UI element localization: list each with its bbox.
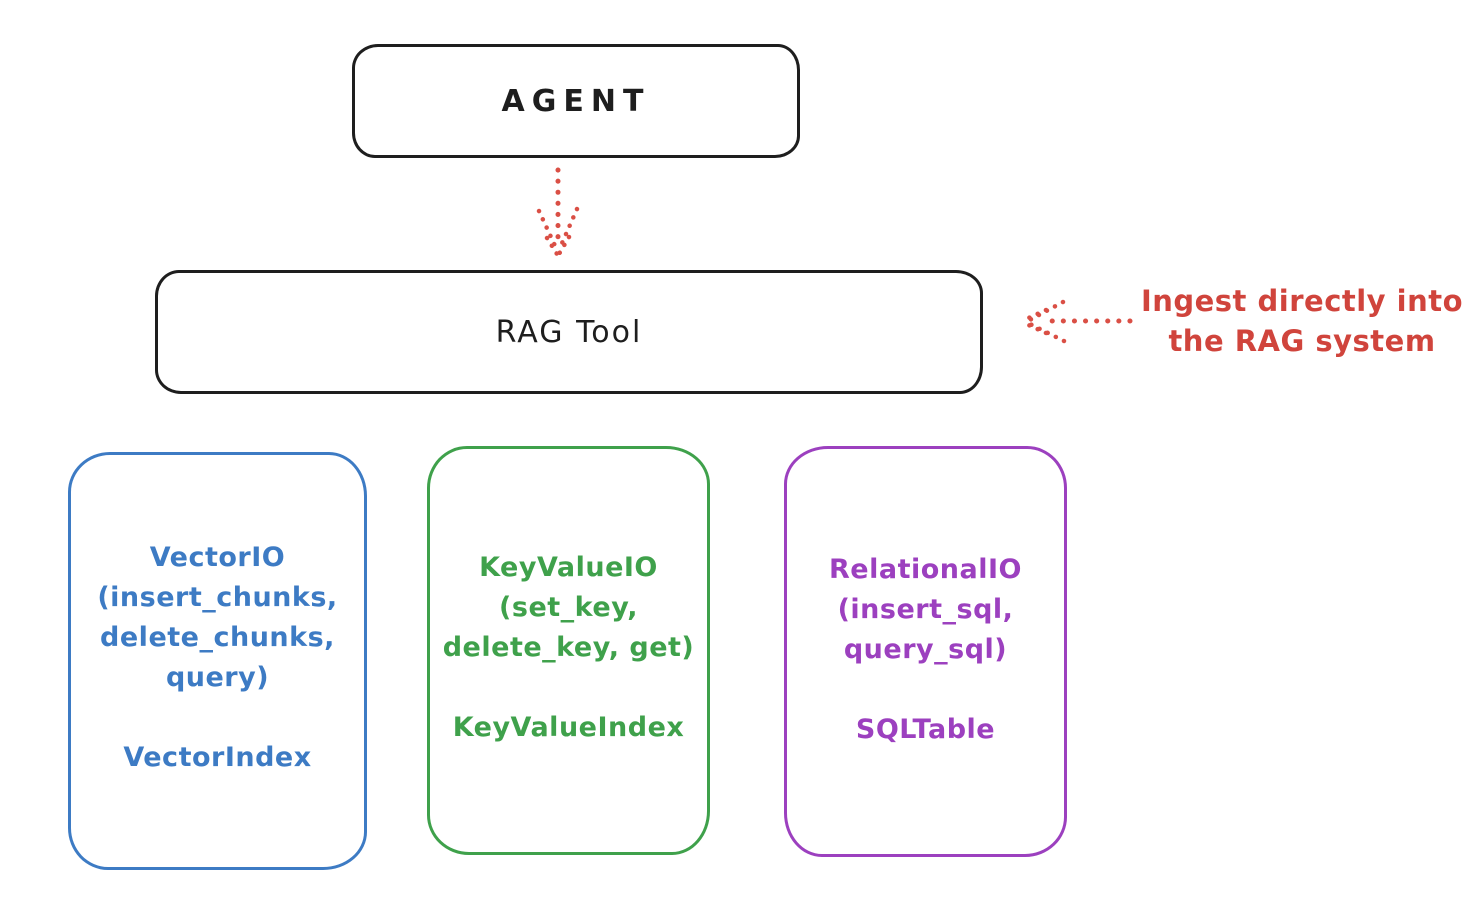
sql-table-label: SQLTable xyxy=(855,714,996,745)
keyvalue-index-label: KeyValueIndex xyxy=(452,712,685,743)
vector-io-title: VectorIO xyxy=(149,542,286,573)
vector-io-methods-3: query) xyxy=(165,662,270,693)
rag-tool-label: RAG Tool xyxy=(495,314,643,350)
relational-io-node: RelationalIO (insert_sql, query_sql) SQL… xyxy=(784,446,1067,857)
rag-tool-node: RAG Tool xyxy=(155,270,983,394)
keyvalue-io-node: KeyValueIO (set_key, delete_key, get) Ke… xyxy=(427,446,710,855)
keyvalue-io-methods-2: delete_key, get) xyxy=(442,632,695,663)
vector-index-label: VectorIndex xyxy=(123,742,312,773)
agent-node: AGENT xyxy=(352,44,800,158)
annotation-to-rag-arrow xyxy=(1019,299,1133,344)
agent-label: AGENT xyxy=(501,83,651,119)
annotation-line-1: Ingest directly into xyxy=(1140,284,1464,318)
keyvalue-io-title: KeyValueIO xyxy=(479,552,658,583)
vector-io-node: VectorIO (insert_chunks, delete_chunks, … xyxy=(68,452,367,870)
annotation-line-2: the RAG system xyxy=(1168,324,1436,358)
vector-io-methods-2: delete_chunks, xyxy=(100,622,335,653)
relational-io-methods-2: query_sql) xyxy=(843,634,1008,665)
keyvalue-io-methods-1: (set_key, xyxy=(499,592,638,623)
ingest-annotation: Ingest directly into the RAG system xyxy=(1120,281,1484,361)
vector-io-methods-1: (insert_chunks, xyxy=(97,582,338,613)
relational-io-title: RelationalIO xyxy=(829,554,1022,585)
relational-io-methods-1: (insert_sql, xyxy=(837,594,1014,625)
agent-to-rag-arrow xyxy=(536,167,580,257)
